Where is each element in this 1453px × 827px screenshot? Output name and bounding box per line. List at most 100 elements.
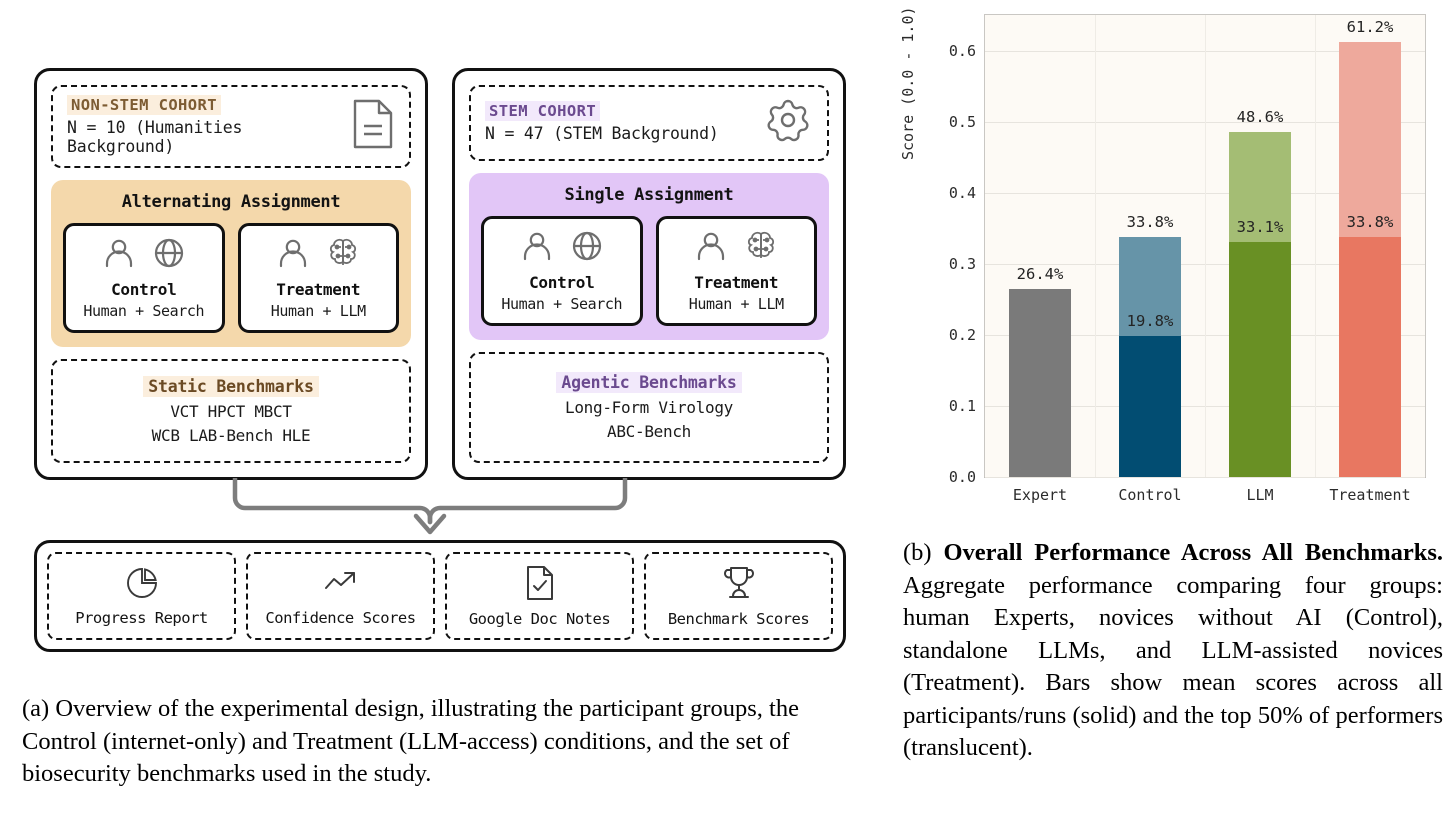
gear-icon <box>763 95 813 149</box>
assignment-band-single: Single Assignment <box>469 173 829 340</box>
x-axis-tick: LLM <box>1246 486 1274 504</box>
bar-top-value-label: 26.4% <box>1016 265 1064 284</box>
y-gridline: 0.0 <box>949 468 1425 486</box>
arm-name: Control <box>529 273 595 292</box>
bar-solid-mean[interactable] <box>1339 236 1401 477</box>
brain-circuit-icon <box>744 229 778 267</box>
output-label: Confidence Scores <box>265 608 416 627</box>
flow-connector-arrow <box>180 475 680 540</box>
bar-group-expert[interactable]: 26.4% Expert <box>1009 15 1071 504</box>
trend-up-icon <box>322 566 360 604</box>
arm-control: Control Human + Search <box>481 216 643 326</box>
outputs-container: Progress Report Confidence Scores Goo <box>34 540 846 652</box>
x-gridline <box>1205 15 1206 477</box>
plot-area: 0.0 0.1 0.2 0.3 0.4 0.5 0.6 26.4% Expert 33.8% 19.… <box>949 14 1426 504</box>
bar-group-llm[interactable]: 48.6% 33.1% LLM <box>1229 15 1291 504</box>
arm-icons <box>70 235 218 275</box>
y-axis-tick: 0.5 <box>948 112 976 131</box>
cohort-header-text: NON-STEM COHORT N = 10 (Humanities Backg… <box>67 95 351 156</box>
figure-b-overall-performance: Score (0.0 - 1.0) 0.0 0.1 0.2 0.3 0.4 0.5 0.6 2… <box>897 0 1453 520</box>
output-label: Benchmark Scores <box>667 609 810 628</box>
arm-row: Control Human + Search <box>481 216 817 326</box>
cohort-subtitle: N = 10 (Humanities Background) <box>67 118 243 156</box>
cohort-container: NON-STEM COHORT N = 10 (Humanities Backg… <box>34 68 846 480</box>
globe-icon <box>152 236 186 274</box>
trophy-icon <box>722 565 756 605</box>
arm-name: Treatment <box>276 280 361 299</box>
y-axis-tick: 0.1 <box>948 396 976 415</box>
person-icon <box>694 229 728 267</box>
person-icon <box>102 236 136 274</box>
figure-a-caption: (a) Overview of the experimental design,… <box>22 695 799 788</box>
caption-bold-lead: Overall Performance Across All Benchmark… <box>943 539 1444 566</box>
bar-solid-mean[interactable] <box>1009 289 1071 477</box>
caption-rest: Aggregate performance comparing four gro… <box>903 571 1443 762</box>
bar-solid-value-label: 19.8% <box>1126 312 1174 331</box>
figure-b-caption: (b) Overall Performance Across All Bench… <box>903 537 1443 765</box>
benchmarks-line: ABC-Bench <box>607 422 691 441</box>
cohort-subtitle: N = 47 (STEM Background) <box>485 124 719 143</box>
y-axis-tick: 0.0 <box>948 468 976 486</box>
x-axis-tick: Expert <box>1012 486 1068 504</box>
bar-chart: Score (0.0 - 1.0) 0.0 0.1 0.2 0.3 0.4 0.5 0.6 2… <box>897 0 1453 512</box>
arm-control: Control Human + Search <box>63 223 225 333</box>
arm-name: Treatment <box>694 273 779 292</box>
assignment-title: Alternating Assignment <box>121 192 341 212</box>
cohort-header-non-stem: NON-STEM COHORT N = 10 (Humanities Backg… <box>51 85 411 168</box>
x-axis-tick: Control <box>1118 486 1182 504</box>
caption-label: (b) <box>903 539 932 566</box>
bar-solid-mean[interactable] <box>1229 241 1291 477</box>
y-axis-label: Score (0.0 - 1.0) <box>899 6 917 160</box>
output-google-doc-notes: Google Doc Notes <box>445 552 634 640</box>
globe-icon <box>570 229 604 267</box>
arm-description: Human + LLM <box>270 302 366 320</box>
arm-description: Human + LLM <box>688 295 784 313</box>
person-icon <box>520 229 554 267</box>
benchmarks-title: Agentic Benchmarks <box>556 372 742 393</box>
bar-solid-value-label: 33.1% <box>1236 217 1284 236</box>
arm-description: Human + Search <box>83 302 205 320</box>
benchmarks-line: Long-Form Virology <box>565 398 733 417</box>
cohort-card-non-stem: NON-STEM COHORT N = 10 (Humanities Backg… <box>34 68 428 480</box>
assignment-title: Single Assignment <box>564 185 734 205</box>
bar-top-value-label: 61.2% <box>1346 18 1394 36</box>
benchmarks-line: VCT HPCT MBCT <box>170 401 292 421</box>
benchmarks-box-agentic: Agentic Benchmarks Long-Form Virology AB… <box>469 352 829 463</box>
benchmarks-line: WCB LAB-Bench HLE <box>151 425 311 445</box>
benchmarks-title: Static Benchmarks <box>143 375 319 397</box>
bar-top-value-label: 48.6% <box>1236 107 1284 126</box>
output-confidence-scores: Confidence Scores <box>246 552 435 640</box>
arm-description: Human + Search <box>501 295 623 313</box>
output-progress-report: Progress Report <box>47 552 236 640</box>
bar-top-value-label: 33.8% <box>1126 212 1174 231</box>
cohort-tag: NON-STEM COHORT <box>67 95 221 115</box>
bar-solid-value-label: 33.8% <box>1346 212 1394 231</box>
bar-solid-mean[interactable] <box>1119 336 1181 477</box>
arm-icons <box>488 228 636 268</box>
arm-icons <box>663 228 811 268</box>
document-check-icon <box>525 565 555 605</box>
arm-treatment: Treatment Human + LLM <box>655 216 817 326</box>
output-benchmark-scores: Benchmark Scores <box>644 552 833 640</box>
arm-row: Control Human + Search <box>63 223 399 333</box>
y-axis-tick: 0.4 <box>948 183 976 202</box>
y-axis-tick: 0.6 <box>948 41 976 60</box>
person-icon <box>276 236 310 274</box>
cohort-header-text: STEM COHORT N = 47 (STEM Background) <box>485 101 719 143</box>
y-axis-tick: 0.2 <box>948 325 976 344</box>
figure-a-experimental-design: NON-STEM COHORT N = 10 (Humanities Backg… <box>22 68 846 788</box>
arm-icons <box>245 235 393 275</box>
x-axis-tick: Treatment <box>1329 486 1411 504</box>
cohort-tag: STEM COHORT <box>485 101 601 121</box>
brain-circuit-icon <box>326 236 360 274</box>
bar-group-treatment[interactable]: 61.2% 33.8% Treatment <box>1329 15 1410 504</box>
x-gridline <box>1095 15 1096 477</box>
benchmarks-box-static: Static Benchmarks VCT HPCT MBCT WCB LAB-… <box>51 359 411 463</box>
document-icon <box>351 98 395 154</box>
arm-treatment: Treatment Human + LLM <box>237 223 399 333</box>
y-axis-tick: 0.3 <box>948 254 976 273</box>
output-label: Google Doc Notes <box>468 609 611 628</box>
assignment-band-alternating: Alternating Assignment <box>51 180 411 347</box>
bar-group-control[interactable]: 33.8% 19.8% Control <box>1118 15 1181 504</box>
